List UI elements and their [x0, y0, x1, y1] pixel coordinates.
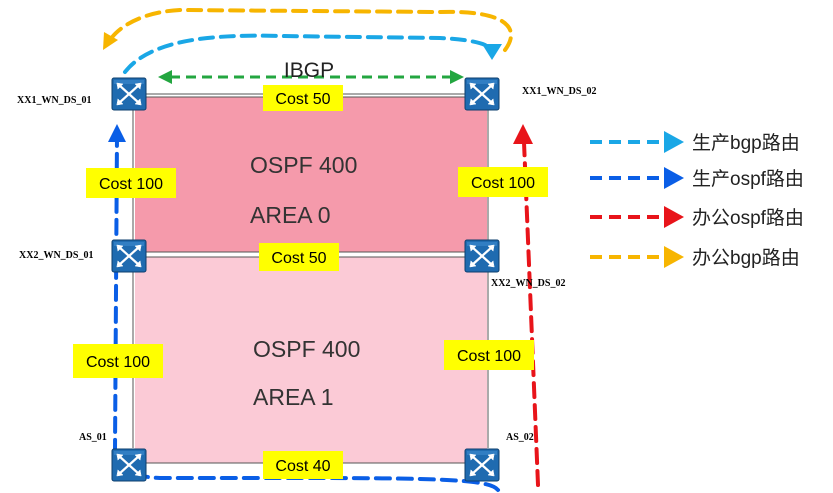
cost-box-upper-left: Cost 100 [86, 168, 176, 198]
svg-text:Cost 100: Cost 100 [86, 354, 150, 371]
production-bgp-arrowhead [482, 44, 502, 60]
node-label-xx2-01: XX2_WN_DS_01 [19, 250, 93, 261]
node-label-as-01: AS_01 [79, 432, 107, 443]
production-ospf-arrowhead [108, 124, 126, 142]
node-label-xx2-02: XX2_WN_DS_02 [491, 278, 565, 289]
node-label-xx1-01: XX1_WN_DS_01 [17, 95, 91, 106]
area1-ospf-label: OSPF 400 [253, 336, 360, 362]
svg-text:Cost 100: Cost 100 [99, 176, 163, 193]
switch-xx1-02-icon [463, 76, 501, 112]
svg-text:Cost 50: Cost 50 [275, 91, 330, 108]
ibgp-arrow [158, 70, 464, 84]
office-bgp-route [108, 7, 513, 52]
node-label-xx1-02: XX1_WN_DS_02 [522, 86, 596, 97]
svg-text:生产bgp路由: 生产bgp路由 [692, 132, 800, 154]
area1-area-label: AREA 1 [253, 384, 334, 410]
legend: 生产bgp路由 生产ospf路由 办公ospf路由 办公bgp路由 [590, 131, 804, 269]
svg-text:生产ospf路由: 生产ospf路由 [692, 168, 804, 190]
cost-box-upper-right: Cost 100 [458, 167, 548, 197]
svg-text:Cost 100: Cost 100 [457, 348, 521, 365]
node-label-as-02: AS_02 [506, 432, 534, 443]
svg-text:Cost 40: Cost 40 [275, 458, 330, 475]
legend-item-office-ospf: 办公ospf路由 [590, 206, 804, 229]
office-bgp-arrowhead [103, 32, 118, 50]
office-ospf-arrowhead [513, 124, 533, 144]
svg-text:办公bgp路由: 办公bgp路由 [692, 247, 800, 269]
switch-xx2-01-icon [110, 238, 148, 274]
area0-ospf-label: OSPF 400 [250, 152, 357, 178]
area0-area-label: AREA 0 [250, 202, 331, 228]
area-1-region [135, 257, 487, 463]
legend-item-production-ospf: 生产ospf路由 [590, 167, 804, 190]
area-0-region [135, 97, 487, 252]
switch-as-02-icon [463, 447, 501, 483]
switch-xx1-01-icon [110, 76, 148, 112]
cost-box-lower-left: Cost 100 [73, 344, 163, 378]
ibgp-label: IBGP [284, 59, 334, 82]
legend-item-office-bgp: 办公bgp路由 [590, 246, 800, 269]
cost-box-middle: Cost 50 [259, 243, 339, 271]
cost-box-lower-right: Cost 100 [444, 340, 534, 370]
svg-text:Cost 100: Cost 100 [471, 175, 535, 192]
switch-xx2-02-icon [463, 238, 501, 274]
cost-box-top: Cost 50 [263, 85, 343, 111]
svg-text:Cost 50: Cost 50 [271, 250, 326, 267]
cost-box-bottom: Cost 40 [263, 451, 343, 479]
switch-as-01-icon [110, 447, 148, 483]
svg-text:办公ospf路由: 办公ospf路由 [692, 207, 804, 229]
legend-item-production-bgp: 生产bgp路由 [590, 131, 800, 154]
office-ospf-route [522, 140, 540, 487]
